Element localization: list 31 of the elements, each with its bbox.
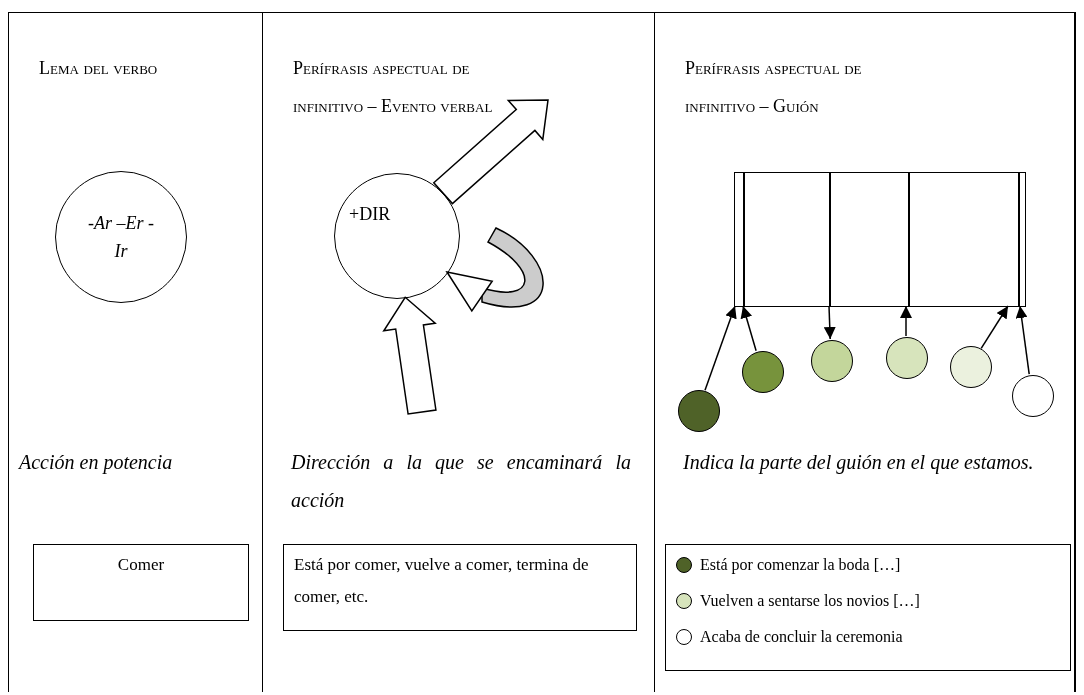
description-text: Indica la parte del guión en el que estamos. bbox=[683, 450, 1035, 476]
curved-arrow bbox=[445, 227, 544, 313]
legend-text: Vuelven a sentarse los novios […] bbox=[700, 591, 920, 611]
suffix-circle: -Ar –Er -Ir bbox=[55, 171, 187, 303]
description-text: Dirección a la que se encaminará la acción bbox=[291, 450, 631, 513]
script-bar bbox=[734, 172, 1026, 307]
example-box: Está por comer, vuelve a comer, termina de comer, etc. bbox=[283, 544, 637, 631]
block-arrow bbox=[382, 296, 437, 415]
table-column bbox=[654, 12, 1074, 692]
stage-circle bbox=[811, 340, 853, 382]
stage-circle bbox=[742, 351, 784, 393]
block-arrow bbox=[432, 99, 549, 205]
arrow bbox=[900, 305, 912, 337]
stage-circle bbox=[886, 337, 928, 379]
example-box: Comer bbox=[33, 544, 249, 621]
arrow bbox=[740, 305, 757, 352]
legend-text: Está por comenzar la boda […] bbox=[700, 555, 901, 575]
legend-text: Acaba de concluir la ceremonia bbox=[700, 627, 903, 647]
stage-circle bbox=[678, 390, 720, 432]
stage-circle bbox=[1012, 375, 1054, 417]
column-heading: Perífrasis aspectual de infinitivo – Guión bbox=[685, 57, 863, 118]
column-heading: Lema del verbo bbox=[39, 57, 159, 80]
direction-circle: +DIR bbox=[334, 173, 460, 299]
arrow bbox=[704, 305, 737, 391]
column-heading: Perífrasis aspectual de infinitivo – Evento verbal bbox=[293, 57, 494, 118]
description-text: Acción en potencia bbox=[19, 450, 174, 476]
arrow bbox=[980, 305, 1009, 350]
arrow bbox=[1015, 305, 1030, 375]
stage-circle bbox=[950, 346, 992, 388]
arrow bbox=[823, 305, 836, 340]
table-column bbox=[8, 12, 262, 692]
